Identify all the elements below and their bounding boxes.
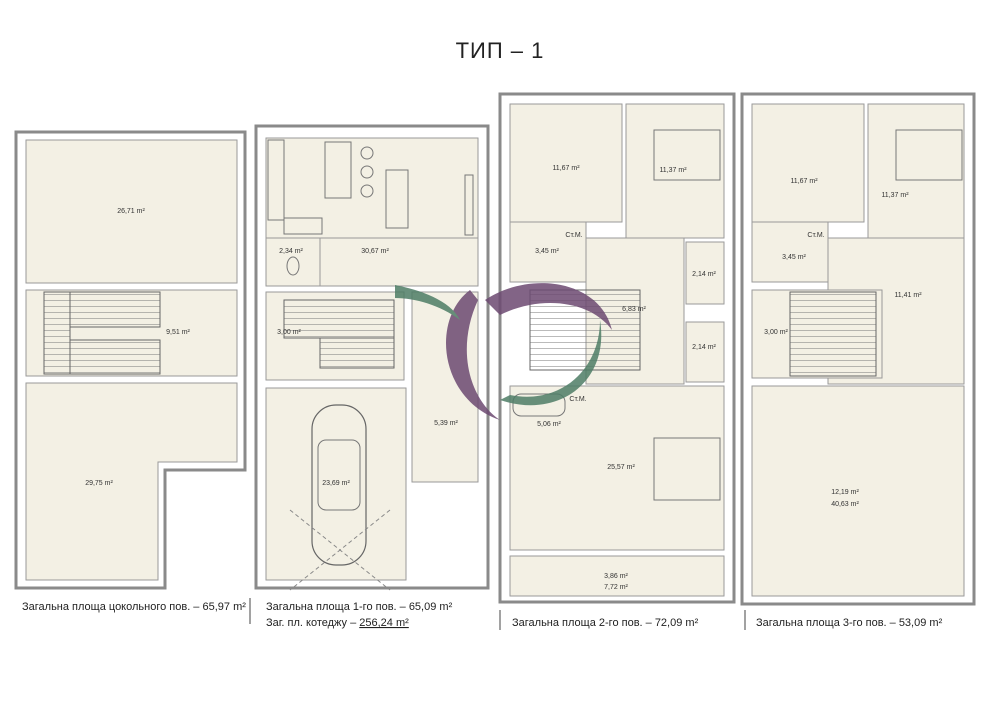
basement-room-top xyxy=(25,139,238,284)
floor1-caption: Загальна площа 1-го пов. – 65,09 m² xyxy=(266,601,453,613)
page-title: ТИП – 1 xyxy=(455,38,545,63)
room-label: Ст.М. xyxy=(807,232,824,239)
cottage-total-prefix: Заг. пл. котеджу – xyxy=(266,617,359,629)
garage xyxy=(265,387,407,581)
area-label: 40,63 m² xyxy=(831,501,859,508)
cottage-total-caption: Заг. пл. котеджу – 256,24 m² xyxy=(266,617,409,629)
area-label: 6,83 m² xyxy=(622,306,646,313)
terrace xyxy=(751,385,965,597)
area-label: 25,57 m² xyxy=(607,464,635,471)
closet-1 xyxy=(685,241,725,305)
floor3-caption: Загальна площа 3-го пов. – 53,09 m² xyxy=(756,617,943,629)
area-label: 2,14 m² xyxy=(692,344,716,351)
area-label: 5,39 m² xyxy=(434,420,458,427)
basement-room-bottom xyxy=(25,382,238,581)
closet-2 xyxy=(685,321,725,383)
captions: Загальна площа цокольного пов. – 65,97 m… xyxy=(22,598,943,630)
floor2-plan: 11,67 m² 11,37 m² 3,45 m² 2,14 m² 6,83 m… xyxy=(498,92,736,604)
area-label: 30,67 m² xyxy=(361,248,389,255)
bedroom-bottom xyxy=(509,385,725,551)
room-top-left xyxy=(509,103,623,223)
bedroom-top-right xyxy=(625,103,725,239)
bedroom-top-right xyxy=(867,103,965,239)
area-label: 3,86 m² xyxy=(604,573,628,580)
area-label: 29,75 m² xyxy=(85,480,113,487)
bathroom-top xyxy=(509,221,587,283)
area-label: 11,37 m² xyxy=(659,167,687,174)
area-label: 2,34 m² xyxy=(279,248,303,255)
area-label: 3,45 m² xyxy=(535,248,559,255)
area-label: 11,37 m² xyxy=(881,192,909,199)
floor2-caption: Загальна площа 2-го пов. – 72,09 m² xyxy=(512,617,699,629)
area-label: 5,06 m² xyxy=(537,421,561,428)
wc-room xyxy=(265,237,321,287)
basement-caption: Загальна площа цокольного пов. – 65,97 m… xyxy=(22,601,246,613)
bathroom xyxy=(751,221,829,283)
room-label: Ст.М. xyxy=(565,232,582,239)
balcony xyxy=(509,555,725,597)
room-top-left xyxy=(751,103,865,223)
area-label: 2,14 m² xyxy=(692,271,716,278)
floor1-plan: 2,34 m² 30,67 m² 3,00 m² 5,39 m² 23,69 m… xyxy=(254,124,490,591)
floor3-plan: 11,67 m² 11,37 m² 3,45 m² 11,41 m² 3,00 … xyxy=(740,92,976,606)
area-label: 3,45 m² xyxy=(782,254,806,261)
living-lower xyxy=(319,237,479,287)
area-label: 11,67 m² xyxy=(790,178,818,185)
car-icon xyxy=(289,404,391,591)
watermark-logo xyxy=(395,283,612,420)
room-label: Ст.М. xyxy=(569,396,586,403)
area-label: 3,00 m² xyxy=(764,329,788,336)
basement-stairs xyxy=(43,291,161,375)
area-label: 26,71 m² xyxy=(117,208,145,215)
area-label: 11,41 m² xyxy=(894,292,922,299)
area-label: 23,69 m² xyxy=(322,480,350,487)
basement-plan: 26,71 m² 9,51 m² 29,75 m² xyxy=(14,130,247,590)
area-label: 9,51 m² xyxy=(166,329,190,336)
area-label: 3,00 m² xyxy=(277,329,301,336)
area-label: 11,67 m² xyxy=(552,165,580,172)
area-label: 12,19 m² xyxy=(831,489,859,496)
cottage-total-value: 256,24 m² xyxy=(359,617,409,629)
area-label: 7,72 m² xyxy=(604,584,628,591)
